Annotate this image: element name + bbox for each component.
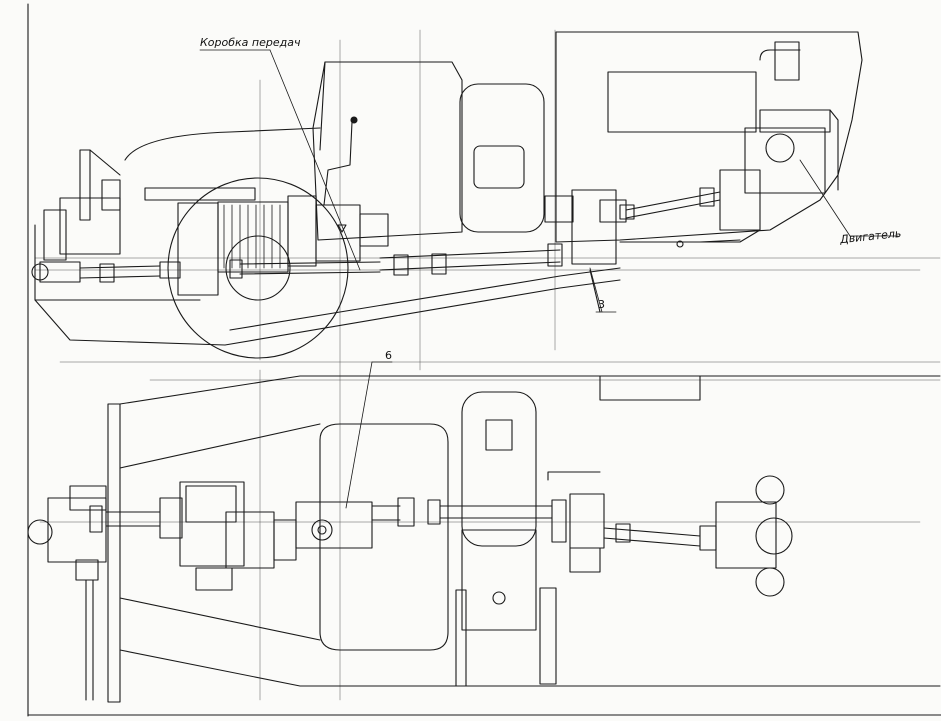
plan-view <box>27 375 941 703</box>
leader-lines <box>199 49 899 509</box>
side-view <box>31 31 863 359</box>
sheet-border <box>27 3 941 717</box>
construction-lines <box>34 29 941 701</box>
gearbox-label: Коробка передач <box>200 36 301 49</box>
callout-3: 3 <box>598 298 605 311</box>
callout-6: 6 <box>385 349 392 362</box>
